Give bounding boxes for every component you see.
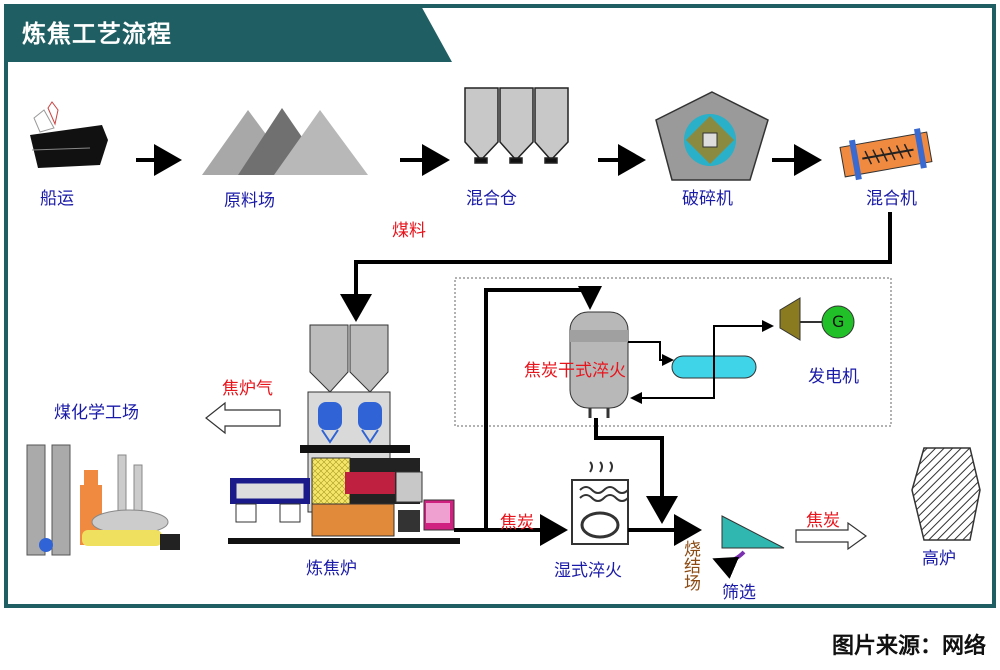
wet-quench-label: 湿式淬火 xyxy=(554,561,622,581)
page-title: 炼焦工艺流程 xyxy=(22,20,172,48)
cdq-connectors xyxy=(628,320,774,404)
mixer-label: 混合机 xyxy=(866,189,917,209)
crusher-label: 破碎机 xyxy=(682,189,733,209)
image-source: 图片来源：网络 xyxy=(831,634,986,659)
coal-feed-line xyxy=(340,212,892,322)
mixer-icon xyxy=(839,128,933,181)
cdq-system-box xyxy=(454,277,892,427)
blend-bin-label: 混合仓 xyxy=(466,189,517,209)
boiler-icon xyxy=(671,346,757,392)
crusher-icon xyxy=(655,91,769,181)
blending-bin-icon xyxy=(464,87,569,164)
screening-return-arrow xyxy=(712,550,746,579)
blast-furnace-icon xyxy=(911,447,981,541)
coke-gas-arrow xyxy=(205,401,281,435)
coke-to-bf-arrow xyxy=(795,521,868,551)
coke-label-1: 焦炭 xyxy=(500,513,534,533)
ship-icon xyxy=(30,101,108,168)
coke-flow-lines xyxy=(454,286,702,546)
generator-label: 发电机 xyxy=(808,367,859,387)
raw-material-yard-icon xyxy=(202,108,368,175)
coke-label-2: 焦炭 xyxy=(806,511,840,531)
coal-feed-label: 煤料 xyxy=(392,221,426,241)
screening-label: 筛选 xyxy=(722,583,756,603)
generator-symbol: G xyxy=(832,312,845,331)
blast-furnace-label: 高炉 xyxy=(922,549,956,569)
sinter-label: 烧结场 xyxy=(680,540,700,591)
ship-label: 船运 xyxy=(40,189,74,209)
cdq-label: 焦炭干式淬火 xyxy=(524,361,626,381)
coal-chem-label: 煤化学工场 xyxy=(54,403,139,423)
screening-icon xyxy=(721,515,785,549)
raw-yard-label: 原料场 xyxy=(224,191,275,211)
title-tab xyxy=(4,4,452,62)
cdq-tower-icon xyxy=(569,311,629,418)
turbine-icon xyxy=(779,297,801,341)
coke-gas-label: 焦炉气 xyxy=(222,379,273,399)
coal-chemical-plant-icon xyxy=(26,444,180,556)
coke-oven-label: 炼焦炉 xyxy=(306,559,357,579)
wet-quench-tower-icon xyxy=(571,461,629,545)
coke-oven-icon xyxy=(228,324,460,544)
